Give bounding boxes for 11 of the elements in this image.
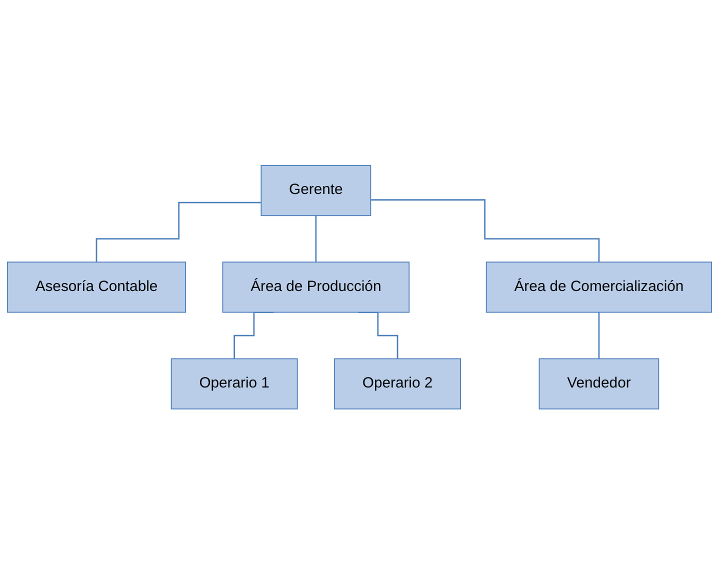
node-box: Asesoría Contable: [6, 262, 186, 314]
node-box: Operario 2: [334, 358, 461, 410]
connector: [315, 215, 317, 264]
node-box: Vendedor: [538, 358, 660, 410]
connector: [598, 312, 600, 360]
node-box: Área de Comercialización: [486, 262, 712, 314]
connector: [96, 202, 262, 264]
node-box: Operario 1: [170, 358, 298, 410]
node-box: Gerente: [260, 165, 372, 216]
node-box: Área de Producción: [222, 262, 410, 314]
connector: [370, 200, 600, 264]
